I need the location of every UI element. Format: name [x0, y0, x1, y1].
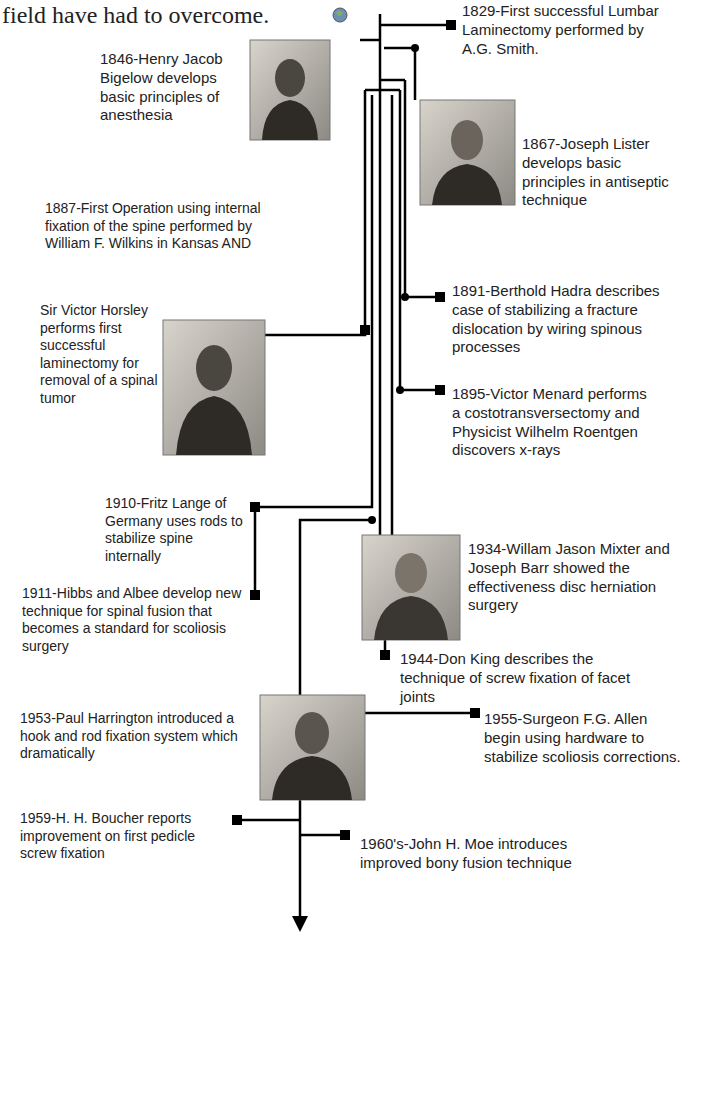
- square-marker: [446, 20, 456, 30]
- dot-marker: [368, 516, 376, 524]
- timeline-line: [380, 79, 405, 82]
- timeline-line: [254, 507, 257, 590]
- timeline-line: [384, 640, 387, 650]
- timeline-line: [391, 95, 394, 535]
- square-marker: [360, 325, 370, 335]
- globe-icon: [333, 8, 347, 22]
- timeline-entry: Sir Victor Horsley performs first succes…: [40, 302, 160, 407]
- timeline-line: [242, 819, 300, 822]
- timeline-line: [380, 24, 450, 27]
- timeline-entry: 1887-First Operation using internal fixa…: [45, 200, 295, 253]
- dot-marker: [411, 44, 419, 52]
- timeline-entry: 1891-Berthold Hadra describes case of st…: [452, 282, 662, 357]
- timeline-line: [365, 712, 470, 715]
- square-marker: [250, 590, 260, 600]
- timeline-entry: 1953-Paul Harrington introduced a hook a…: [20, 710, 250, 763]
- square-marker: [340, 830, 350, 840]
- square-marker: [250, 502, 260, 512]
- timeline-entry: 1944-Don King describes the technique of…: [400, 650, 650, 706]
- timeline-entry: 1846-Henry Jacob Bigelow develops basic …: [100, 50, 242, 125]
- timeline-entry: 1959-H. H. Boucher reports improvement o…: [20, 810, 225, 863]
- timeline-entry: 1934-Willam Jason Mixter and Joseph Barr…: [468, 540, 678, 615]
- timeline-entry: 1911-Hibbs and Albee develop new techniq…: [22, 585, 246, 655]
- square-marker: [435, 292, 445, 302]
- timeline-line: [300, 520, 372, 695]
- portrait-photo: [163, 320, 265, 455]
- timeline-line: [260, 95, 372, 507]
- timeline-entry: 1910-Fritz Lange of Germany uses rods to…: [105, 495, 245, 565]
- timeline-line: [299, 800, 302, 918]
- square-marker: [232, 815, 242, 825]
- portrait-photo: [260, 695, 365, 800]
- portrait-photo: [250, 40, 330, 140]
- timeline-line: [300, 834, 340, 837]
- arrow-head: [292, 916, 308, 932]
- page-text-fragment: field have had to overcome.: [2, 0, 322, 30]
- timeline-line: [360, 39, 380, 42]
- timeline-line: [379, 14, 382, 535]
- timeline-entry: 1829-First successful Lumbar Laminectomy…: [462, 2, 662, 58]
- square-marker: [470, 708, 480, 718]
- timeline-entry: 1960's-John H. Moe introduces improved b…: [360, 835, 620, 873]
- square-marker: [380, 650, 390, 660]
- portrait-photo: [420, 100, 515, 205]
- timeline-entry: 1867-Joseph Lister develops basic princi…: [522, 135, 672, 210]
- portrait-photo: [362, 535, 460, 640]
- timeline-entry: 1955-Surgeon F.G. Allen begin using hard…: [484, 710, 684, 766]
- dot-marker: [396, 386, 404, 394]
- timeline-line: [365, 89, 380, 92]
- timeline-entry: 1895-Victor Menard performs a costotrans…: [452, 385, 652, 460]
- dot-marker: [401, 293, 409, 301]
- square-marker: [435, 385, 445, 395]
- timeline-line: [380, 89, 400, 92]
